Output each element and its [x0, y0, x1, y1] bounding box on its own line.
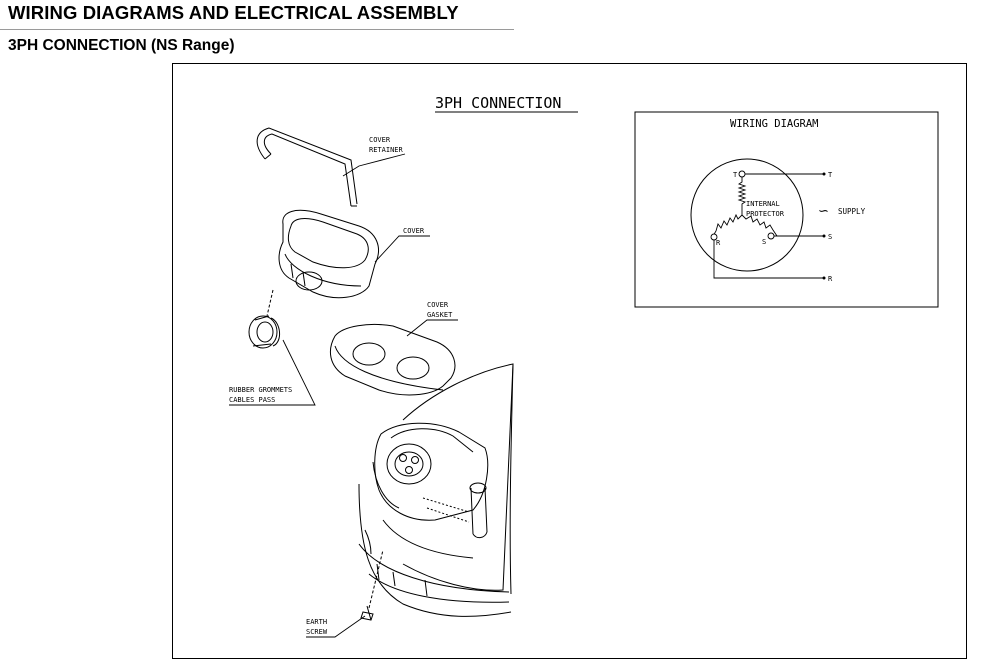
lead-t-end: [822, 172, 826, 176]
line-r-label: R: [828, 275, 833, 283]
lead-r: [713, 240, 823, 279]
wiring-diagram: WIRING DIAGRAM T S R INTERNAL PROTECTOR …: [634, 111, 939, 308]
cover-label: COVER: [403, 227, 425, 235]
winding-t: [737, 177, 747, 215]
cover-leader: [374, 235, 430, 263]
winding-r: [712, 213, 743, 237]
lead-s-end: [822, 234, 826, 238]
cover-gasket-label-line1: COVER: [427, 301, 449, 309]
wiring-diagram-frame: [634, 111, 939, 308]
assembly-drawing: 3PH CONNECTION COVER RETAINER COVER: [229, 94, 939, 638]
cover-gasket-label: COVER GASKET: [427, 301, 453, 319]
figure-title: 3PH CONNECTION: [435, 94, 561, 112]
terminal-t-label: T: [733, 171, 738, 179]
terminal-s-label: S: [762, 238, 766, 246]
cover-gasket-label-line2: GASKET: [427, 311, 453, 319]
rubber-grommets-label: RUBBER GROMMETS CABLES PASS: [229, 386, 292, 404]
terminal-s: [767, 232, 775, 240]
earth-screw-label-line2: SCREW: [306, 628, 328, 636]
terminal-r-label: R: [716, 239, 721, 247]
line-t-label: T: [828, 171, 833, 179]
cover-retainer-leader: [342, 153, 406, 177]
earth-screw-label: EARTH SCREW: [306, 618, 328, 636]
cover-retainer: [256, 127, 358, 207]
cover: [278, 209, 379, 299]
rubber-grommets-label-line2: CABLES PASS: [229, 396, 275, 404]
lead-r-end: [822, 276, 826, 280]
title-divider: [0, 29, 514, 30]
earth-screw-label-line1: EARTH: [306, 618, 327, 626]
page-title: WIRING DIAGRAMS AND ELECTRICAL ASSEMBLY: [8, 2, 459, 23]
terminal-t: [738, 170, 746, 178]
winding-s: [741, 214, 778, 237]
internal-protector-line2: PROTECTOR: [746, 210, 785, 218]
internal-protector-line1: INTERNAL: [746, 200, 780, 208]
cover-gasket: [329, 323, 456, 396]
cover-retainer-label: COVER RETAINER: [369, 136, 404, 154]
cover-retainer-label-line1: COVER: [369, 136, 391, 144]
earth-screw: [360, 549, 384, 621]
supply-label: SUPPLY: [838, 207, 866, 216]
line-s-label: S: [828, 233, 832, 241]
wiring-diagram-title: WIRING DIAGRAM: [730, 118, 819, 130]
compressor: [358, 363, 514, 617]
cover-gasket-leader: [406, 319, 458, 337]
section-subtitle: 3PH CONNECTION (NS Range): [8, 37, 235, 54]
rubber-grommets-label-line1: RUBBER GROMMETS: [229, 386, 292, 394]
earth-screw-leader: [306, 615, 366, 638]
assembly-figure: 3PH CONNECTION COVER RETAINER COVER: [172, 63, 967, 659]
cover-retainer-label-line2: RETAINER: [369, 146, 404, 154]
rubber-grommet: [248, 289, 280, 349]
rubber-grommets-leader: [229, 339, 316, 406]
motor-circle: [690, 158, 804, 272]
supply-symbol-icon: ∽: [818, 204, 829, 219]
